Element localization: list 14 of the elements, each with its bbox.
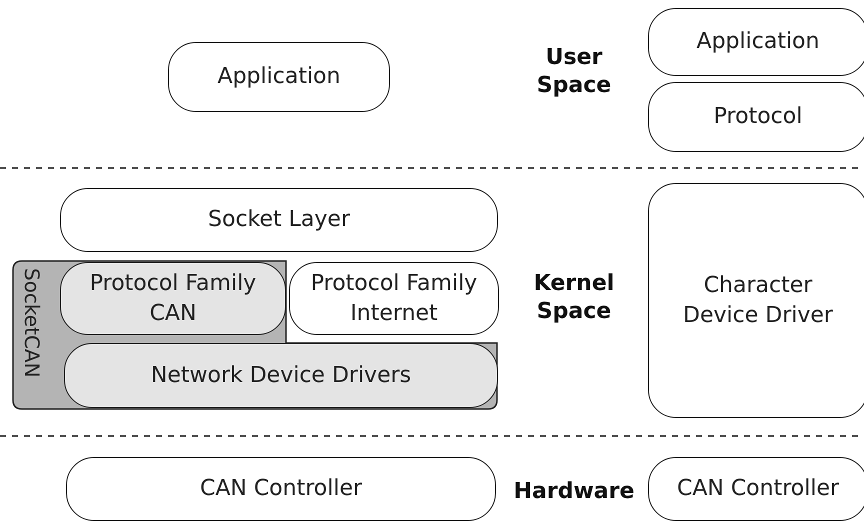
layer-box: Socket Layer: [60, 188, 498, 252]
layer-box: Character Device Driver: [648, 183, 864, 418]
layer-label: User Space: [536, 44, 612, 99]
layer-box: Application: [648, 8, 864, 76]
layer-label: Hardware: [512, 478, 636, 506]
layer-box: Network Device Drivers: [64, 343, 498, 408]
layer-label: Kernel Space: [532, 270, 616, 325]
vertical-group-title: SocketCAN: [20, 268, 44, 378]
layer-box: CAN Controller: [648, 457, 864, 521]
layer-box: Protocol Family CAN: [60, 262, 286, 335]
layer-box: Protocol Family Internet: [289, 262, 499, 335]
layer-box: Protocol: [648, 82, 864, 152]
layer-box: Application: [168, 42, 390, 112]
layer-box: CAN Controller: [66, 457, 496, 521]
